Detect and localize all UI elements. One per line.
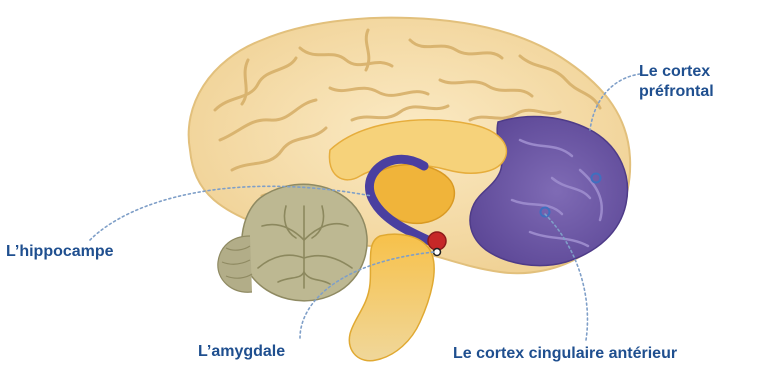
label-prefrontal-cortex: Le cortex préfrontal	[639, 62, 749, 102]
amygdala	[428, 232, 446, 250]
label-hippocampus: L’hippocampe	[6, 242, 114, 262]
label-amygdala: L’amygdale	[198, 342, 285, 362]
label-prefrontal-line2: préfrontal	[639, 82, 749, 102]
amygdala-marker	[434, 249, 441, 256]
label-prefrontal-line1: Le cortex	[639, 62, 749, 82]
label-anterior-cingulate-cortex: Le cortex cingulaire antérieur	[453, 344, 677, 364]
